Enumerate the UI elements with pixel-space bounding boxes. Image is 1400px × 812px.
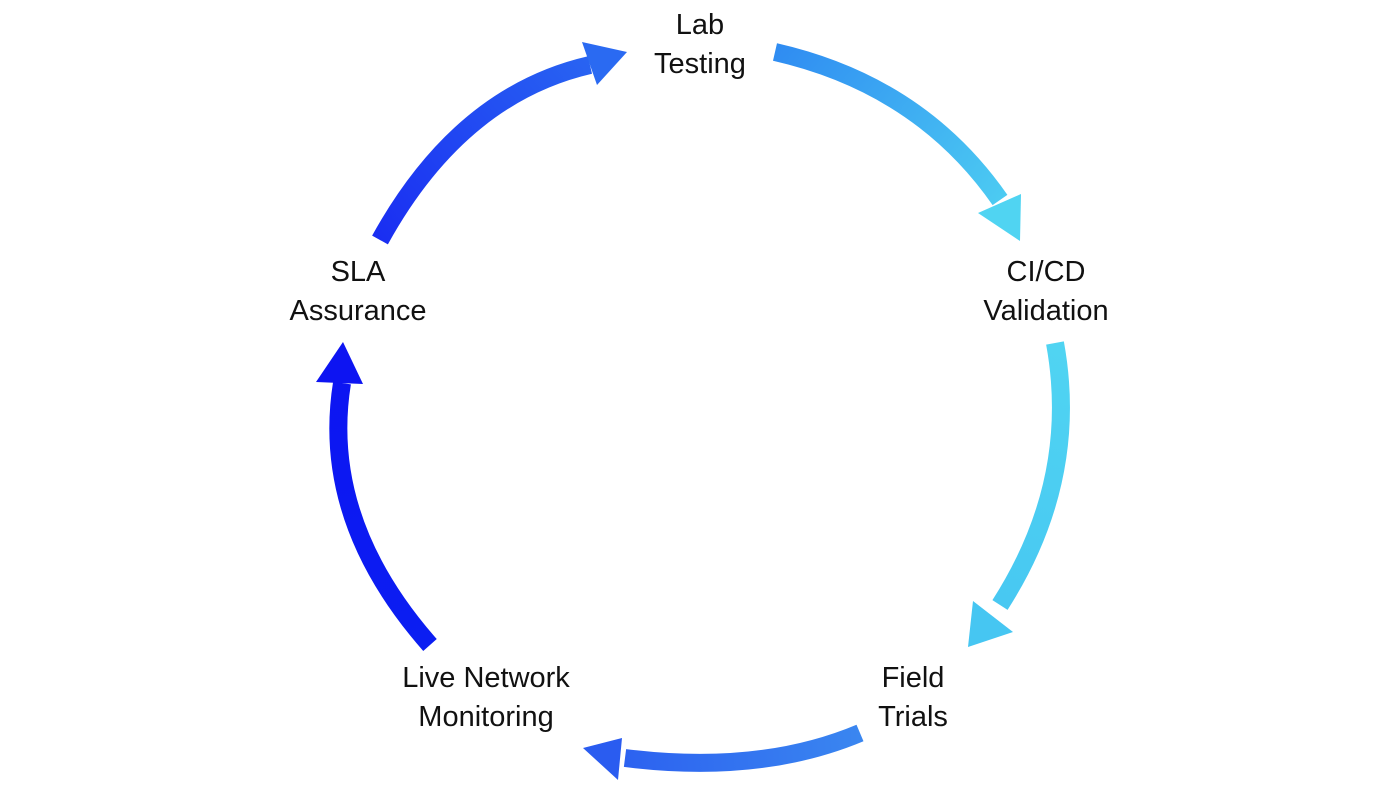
stage-label-line: Monitoring	[418, 701, 554, 733]
stage-label-line: Validation	[983, 295, 1109, 327]
arrow-field-to-live	[583, 724, 864, 780]
stage-label-line: Live Network	[402, 662, 570, 694]
stage-label-sla-assurance: SLA Assurance	[289, 253, 426, 331]
arrow-lab-to-cicd	[773, 43, 1021, 241]
stage-label-line: Trials	[878, 701, 948, 733]
stage-label-line: Testing	[654, 48, 746, 80]
arrow-sla-to-lab	[372, 42, 627, 245]
arrow-live-to-sla	[316, 342, 437, 651]
stage-label-line: CI/CD	[1006, 256, 1086, 288]
stage-label-lab-testing: Lab Testing	[654, 6, 746, 84]
stage-label-line: Lab	[675, 9, 725, 41]
stage-label-live-network-monitoring: Live Network Monitoring	[402, 659, 570, 737]
stage-label-line: Assurance	[289, 295, 427, 327]
arrow-cicd-to-field	[968, 341, 1070, 647]
stage-label-ci-cd-validation: CI/CD Validation	[983, 253, 1108, 331]
stage-label-field-trials: Field Trials	[878, 659, 948, 737]
stage-label-line: SLA	[330, 256, 386, 288]
stage-label-line: Field	[881, 662, 945, 694]
